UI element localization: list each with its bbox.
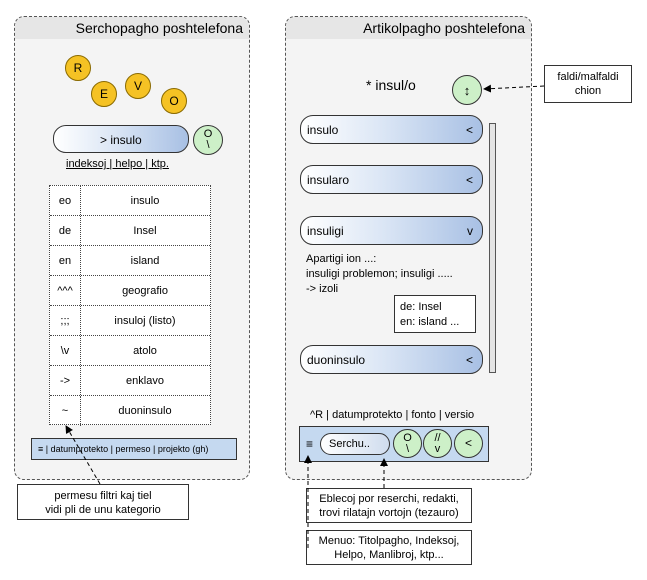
back-button-label: < <box>464 436 472 450</box>
search-page-panel: Serchopagho poshtelefona R E V O > insul… <box>14 16 250 480</box>
search-options-bottom: \ <box>206 139 210 151</box>
section-insularo[interactable]: insularo < <box>300 165 483 194</box>
search-page-title: Serchopagho poshtelefona <box>75 20 243 36</box>
fold-callout-line-1: faldi/malfaldi <box>557 71 619 83</box>
search-options-top: O <box>203 128 213 140</box>
article-headword: * insul/o <box>366 77 416 93</box>
search-options-button[interactable]: O \ <box>193 125 223 155</box>
article-footer-links[interactable]: ^R | datumprotekto | fonto | versio <box>310 409 475 421</box>
section-duoninsulo[interactable]: duoninsulo < <box>300 345 483 374</box>
section-collapse-arrow: < <box>465 123 473 137</box>
filter-connector <box>65 425 101 485</box>
search-field-label: Serchu.. <box>329 438 370 450</box>
table-row[interactable]: \v atolo <box>50 336 210 366</box>
result-reference-code: -> <box>50 366 81 395</box>
filter-callout-line-1: permesu filtri kaj tiel <box>54 490 152 502</box>
article-page-panel: Artikolpagho poshtelefona * insul/o ↕ in… <box>285 16 532 480</box>
table-row[interactable]: -> enklavo <box>50 366 210 396</box>
section-label: insuligi <box>307 224 344 238</box>
filter-callout: permesu filtri kaj tiel vidi pli de unu … <box>17 484 189 520</box>
fold-callout-line-2: chion <box>574 85 602 97</box>
menu-callout-line-1: Menuo: Titolpagho, Indeksoj, <box>318 535 460 547</box>
buttons-callout: Eblecoj por reserchi, redakti, trovi ril… <box>306 488 472 523</box>
back-button[interactable]: < <box>454 429 483 458</box>
definition-example: insuligi problemon; insuligi ..... <box>306 268 453 280</box>
search-page-bottom-links[interactable]: ≡ | datumprotekto | permeso | projekto (… <box>38 444 209 454</box>
result-subterm-code: \v <box>50 336 81 365</box>
table-row[interactable]: eo insulo <box>50 186 210 216</box>
section-collapse-arrow: < <box>465 173 473 187</box>
search-page-bottom-bar: ≡ | datumprotekto | permeso | projekto (… <box>31 438 237 460</box>
edit-button-bottom: v <box>434 442 441 455</box>
edit-button[interactable]: // v <box>423 429 452 458</box>
search-button-label: > insulo <box>100 133 142 147</box>
result-word: duoninsulo <box>118 405 172 417</box>
table-row[interactable]: en island <box>50 246 210 276</box>
result-category-code: ^^^ <box>50 276 81 305</box>
edit-button-top: // <box>434 431 441 444</box>
section-collapse-arrow: < <box>465 353 473 367</box>
logo-letter-v: V <box>125 73 151 99</box>
definition-reference[interactable]: -> izoli <box>306 283 339 295</box>
table-row[interactable]: de Insel <box>50 216 210 246</box>
search-options-top: O <box>403 431 412 444</box>
results-table: eo insulo de Insel en island ^^^ geograf… <box>49 185 211 426</box>
result-word: island <box>130 254 160 267</box>
article-page-title: Artikolpagho poshtelefona <box>363 20 525 36</box>
translation-en: en: island ... <box>400 316 460 328</box>
section-expand-arrow: v <box>467 224 473 238</box>
result-language-code: en <box>50 246 81 275</box>
fold-connector <box>483 84 545 93</box>
result-word: atolo <box>133 344 157 357</box>
result-word: Insel <box>133 224 157 237</box>
search-page-links[interactable]: indeksoj | helpo | ktp. <box>66 158 169 170</box>
search-options-button[interactable]: O \ <box>393 429 422 458</box>
buttons-callout-line-2: trovi rilatajn vortojn (tezauro) <box>319 507 459 519</box>
result-word: insuloj (listo) <box>114 314 176 327</box>
table-row[interactable]: ~ duoninsulo <box>50 396 210 426</box>
translation-de: de: Insel <box>400 301 442 313</box>
article-bottom-bar: ≡ Serchu.. O \ // v < <box>299 426 489 462</box>
section-label: duoninsulo <box>307 353 366 367</box>
result-similar-code: ~ <box>50 396 81 426</box>
logo-letter-o: O <box>161 88 187 114</box>
section-label: insulo <box>307 123 339 137</box>
menu-callout: Menuo: Titolpagho, Indeksoj, Helpo, Manl… <box>306 530 472 565</box>
search-page-header: Serchopagho poshtelefona <box>15 17 249 39</box>
menu-icon[interactable]: ≡ <box>306 437 314 451</box>
fold-callout: faldi/malfaldi chion <box>544 65 632 103</box>
result-language-code: de <box>50 216 81 245</box>
menu-callout-line-2: Helpo, Manlibroj, ktp... <box>334 549 444 561</box>
fold-toggle-icon: ↕ <box>463 82 471 98</box>
table-row[interactable]: ;;; insuloj (listo) <box>50 306 210 336</box>
search-options-bottom: \ <box>405 442 410 455</box>
result-list-code: ;;; <box>50 306 81 335</box>
result-language-code: eo <box>50 186 81 215</box>
result-word: enklavo <box>126 374 164 387</box>
logo-letter-e: E <box>91 81 117 107</box>
article-scrollbar[interactable] <box>489 123 496 373</box>
section-insulo[interactable]: insulo < <box>300 115 483 144</box>
logo-letter-r: R <box>65 55 91 81</box>
translations-box: de: Insel en: island ... <box>394 295 476 333</box>
article-page-header: Artikolpagho poshtelefona <box>286 17 531 39</box>
section-insuligi[interactable]: insuligi v <box>300 216 483 245</box>
buttons-callout-line-1: Eblecoj por reserchi, redakti, <box>319 493 459 505</box>
result-word: insulo <box>130 194 160 207</box>
section-label: insularo <box>307 173 350 187</box>
search-button[interactable]: > insulo <box>53 125 189 153</box>
fold-toggle-button[interactable]: ↕ <box>452 75 482 105</box>
result-word: geografio <box>122 284 168 297</box>
search-field-button[interactable]: Serchu.. <box>320 433 390 455</box>
definition-line: Apartigi ion ...: <box>306 253 377 265</box>
table-row[interactable]: ^^^ geografio <box>50 276 210 306</box>
filter-callout-line-2: vidi pli de unu kategorio <box>45 504 161 516</box>
